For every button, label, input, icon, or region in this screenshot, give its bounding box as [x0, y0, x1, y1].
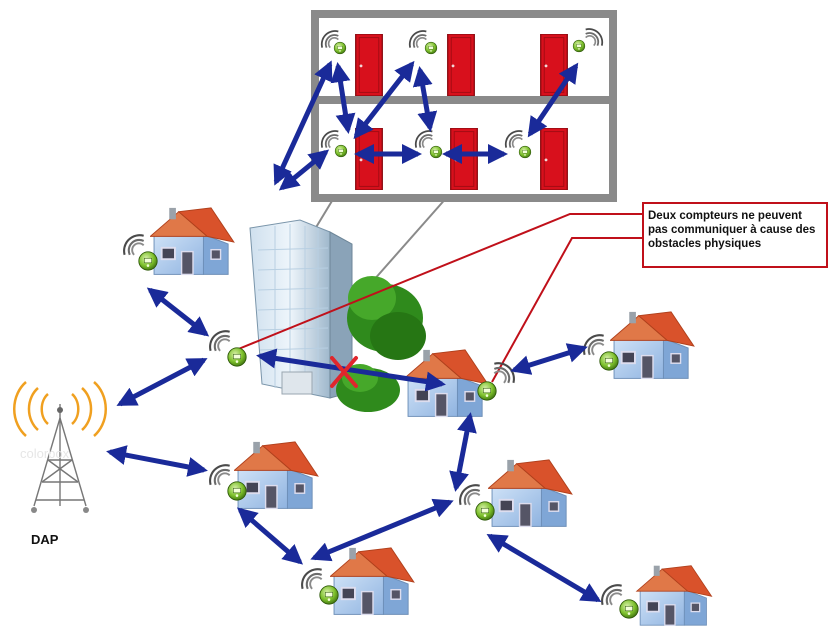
door-icon	[354, 128, 384, 190]
door-icon	[449, 128, 479, 190]
callout-text: Deux compteurs ne peuvent pas communique…	[648, 210, 816, 250]
wireless-signal-icon	[601, 584, 623, 606]
wireless-signal-icon	[459, 484, 481, 506]
antenna-tower-icon	[13, 381, 107, 513]
smart-meter-icon	[619, 599, 639, 619]
smart-meter-icon	[572, 39, 586, 53]
watermark-text: colorbox	[20, 446, 70, 461]
network-arrows	[106, 287, 602, 603]
house-icon	[610, 310, 695, 380]
wireless-signal-icon	[123, 234, 145, 256]
dap-label: DAP	[31, 532, 59, 547]
door-icon	[446, 34, 476, 96]
house-icon	[234, 440, 319, 510]
smart-meter-icon	[599, 351, 619, 371]
blocked-cross-icon	[330, 356, 358, 388]
smart-meter-icon	[227, 481, 247, 501]
callout-pointers	[235, 213, 642, 383]
house-icon	[404, 348, 489, 418]
wireless-signal-icon	[301, 568, 323, 590]
smart-meter-icon	[424, 41, 438, 55]
wireless-signal-icon	[583, 334, 605, 356]
door-icon	[539, 128, 569, 190]
house-icon	[150, 206, 235, 276]
smart-meter-icon	[334, 144, 348, 158]
smart-meter-icon	[477, 381, 497, 401]
smart-meter-icon	[138, 251, 158, 271]
building-arrows	[273, 60, 579, 191]
smart-meter-icon	[475, 501, 495, 521]
house-icon	[330, 546, 415, 616]
wireless-signal-icon	[209, 330, 231, 352]
smart-meter-icon	[319, 585, 339, 605]
door-icon	[354, 34, 384, 96]
smart-meter-icon	[429, 145, 443, 159]
callout-box: Deux compteurs ne peuvent pas communique…	[642, 202, 828, 268]
wireless-signal-icon	[209, 464, 231, 486]
smart-meter-icon	[333, 41, 347, 55]
smart-meter-icon	[518, 145, 532, 159]
house-icon	[635, 564, 713, 627]
house-icon	[488, 458, 573, 528]
smart-meter-icon	[227, 347, 247, 367]
